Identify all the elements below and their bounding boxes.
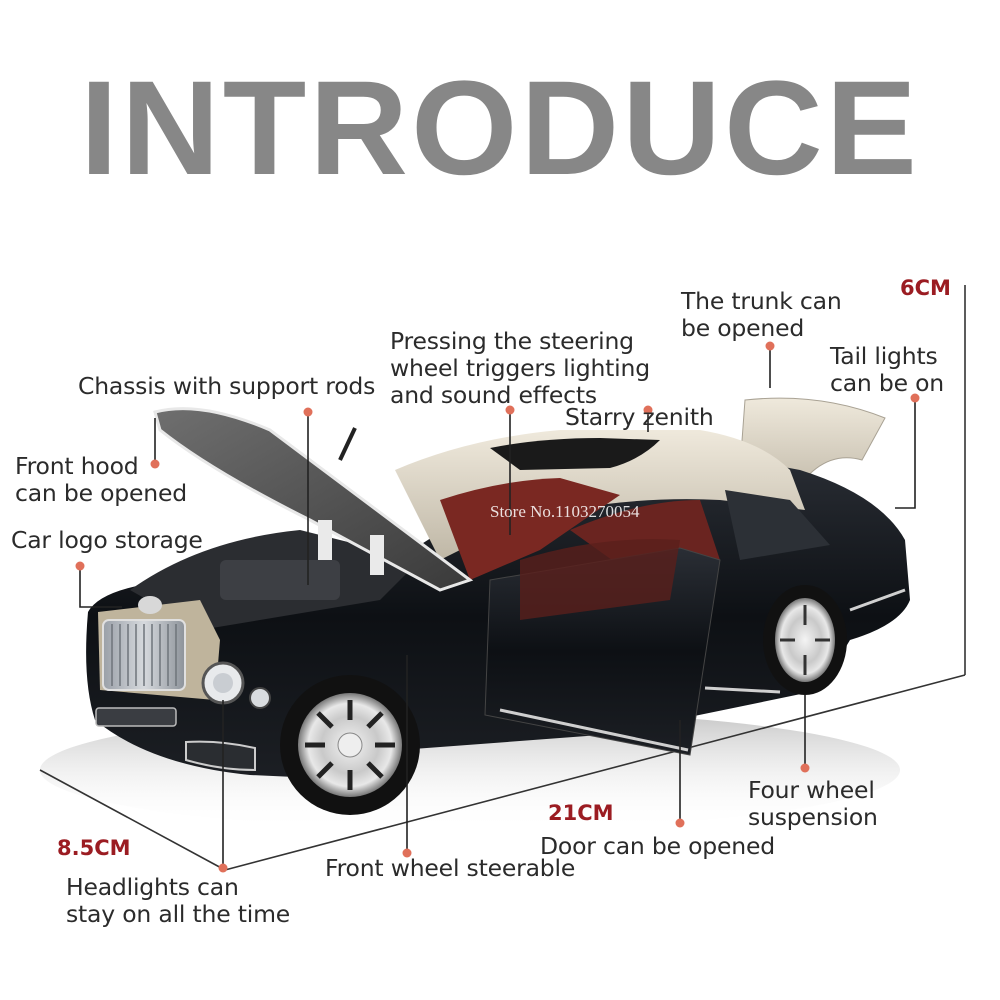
dimension-lines	[39, 285, 966, 871]
page-title: INTRODUCE	[79, 54, 921, 203]
car-body	[86, 397, 910, 815]
label-front-wheel: Front wheel steerable	[325, 854, 576, 882]
label-suspension: Four wheel suspension	[748, 776, 878, 831]
label-steering-wheel: Pressing the steering wheel triggers lig…	[390, 327, 650, 409]
label-chassis: Chassis with support rods	[78, 372, 376, 400]
label-starry-zenith: Starry zenith	[565, 403, 714, 431]
label-car-logo: Car logo storage	[11, 526, 203, 554]
height-dimension: 6CM	[900, 276, 951, 300]
label-trunk: The trunk can be opened	[681, 287, 842, 342]
leader-lines	[79, 348, 916, 866]
store-watermark: Store No.1103270054	[490, 502, 640, 521]
label-door: Door can be opened	[540, 832, 775, 860]
marker-dots	[75, 341, 920, 873]
width-dimension: 8.5CM	[57, 836, 131, 860]
label-headlights: Headlights can stay on all the time	[66, 873, 291, 928]
label-tail-lights: Tail lights can be on	[830, 342, 945, 397]
label-front-hood: Front hood can be opened	[15, 452, 187, 507]
length-dimension: 21CM	[548, 801, 614, 825]
